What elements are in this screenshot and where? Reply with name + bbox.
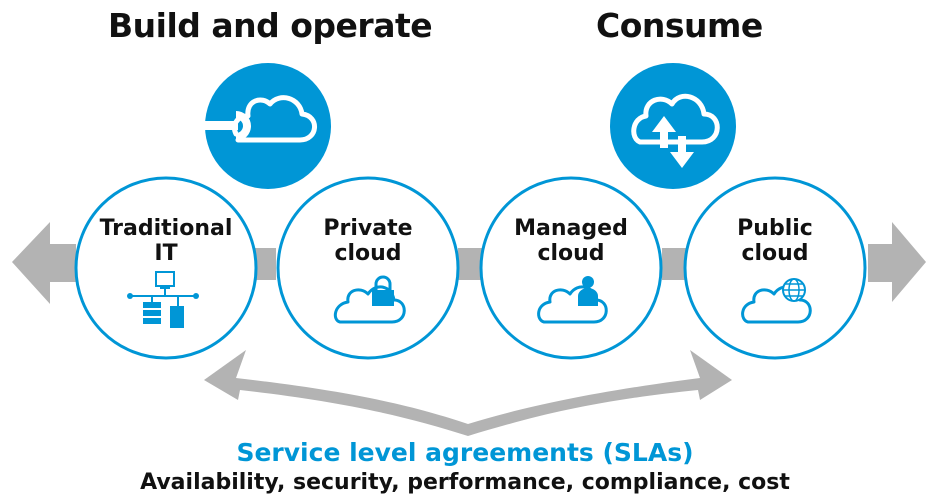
cloud-globe-icon <box>741 278 812 324</box>
cloud-arrows-icon <box>610 63 736 189</box>
node-label-line2: cloud <box>537 241 605 266</box>
cloud-lock-icon <box>333 275 406 324</box>
cloud-wrench-icon <box>204 63 331 189</box>
node-label-line1: Managed <box>514 216 628 241</box>
node-label-line1: Private <box>323 216 413 241</box>
node-label-managed-cloud: Managed cloud <box>496 216 646 266</box>
sla-curved-arrow-icon <box>204 350 732 436</box>
node-circle-traditional-it <box>74 176 258 360</box>
node-label-public-cloud: Public cloud <box>700 216 850 266</box>
node-label-traditional-it: Traditional IT <box>91 216 241 266</box>
left-arrow-icon <box>12 222 76 304</box>
node-circle-public-cloud <box>683 176 867 360</box>
sla-title: Service level agreements (SLAs) <box>236 438 694 467</box>
node-circle-managed-cloud <box>479 176 663 360</box>
node-label-line1: Public <box>737 216 813 241</box>
node-label-private-cloud: Private cloud <box>293 216 443 266</box>
right-arrow-icon <box>868 222 926 302</box>
node-label-line2: cloud <box>334 241 402 266</box>
heading-build-and-operate: Build and operate <box>108 6 433 45</box>
connector-3-4 <box>662 248 686 280</box>
servers-network-icon <box>127 271 199 328</box>
cloud-user-icon <box>537 276 608 324</box>
node-circle-private-cloud <box>276 176 460 360</box>
node-label-line2: IT <box>154 241 178 266</box>
sla-subtitle: Availability, security, performance, com… <box>140 470 790 495</box>
heading-consume: Consume <box>596 6 763 45</box>
connector-1-2 <box>254 248 276 280</box>
node-label-line1: Traditional <box>99 216 233 241</box>
node-label-line2: cloud <box>741 241 809 266</box>
